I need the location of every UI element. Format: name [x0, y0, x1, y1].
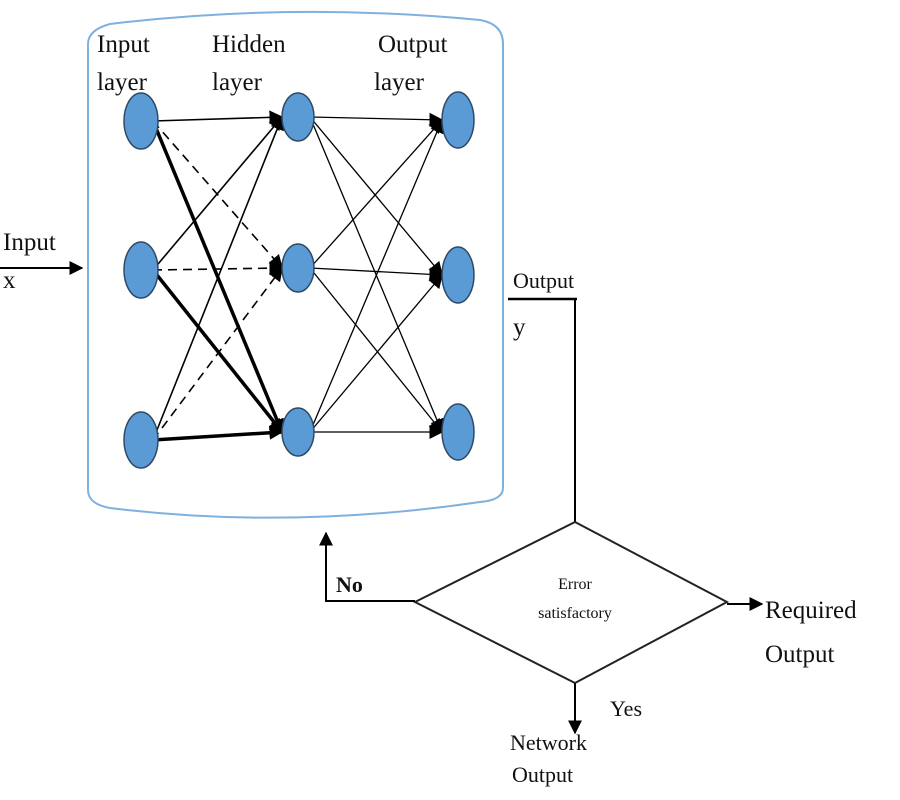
edge-input-1-to-hidden-1	[152, 261, 284, 276]
output-layer-label-line1: Output	[378, 31, 448, 58]
decision-label-line2: satisfactory	[538, 605, 612, 622]
edge-input-2-to-hidden-0	[152, 115, 284, 441]
edge-input-1-to-hidden-0	[152, 115, 283, 271]
output-layer-label-line2: layer	[374, 69, 425, 96]
input-node-1	[123, 241, 159, 299]
external-input-label: Input	[3, 229, 56, 256]
yes-branch-label: Yes	[610, 696, 642, 721]
input-layer-label-line1: Input	[97, 31, 150, 58]
output-node-0	[441, 91, 475, 149]
hidden-layer-label-line1: Hidden	[212, 31, 286, 58]
decision-label-line1: Error	[558, 576, 592, 593]
input-node-0	[123, 92, 159, 150]
network-output-label-line2: Output	[512, 762, 573, 787]
no-branch-arrow	[319, 531, 415, 602]
edge-hidden-2-to-output-0	[309, 118, 444, 433]
hidden-node-1	[281, 243, 315, 293]
required-output-label-line2: Output	[765, 641, 835, 668]
external-output-label: Output	[513, 268, 574, 293]
hidden-node-2	[281, 407, 315, 457]
output-node-1	[441, 246, 475, 304]
edge-hidden-0-to-output-1	[309, 116, 443, 277]
hidden-node-0	[281, 92, 315, 142]
edge-input-1-to-hidden-2	[151, 268, 284, 434]
external-input-variable: x	[3, 267, 16, 294]
edge-hidden-1-to-output-0	[309, 118, 443, 269]
edge-input-0-to-hidden-0	[152, 110, 284, 125]
external-output-variable: y	[513, 314, 526, 341]
edge-hidden-0-to-output-0	[309, 112, 444, 127]
hidden-layer-label-line2: layer	[212, 69, 263, 96]
no-branch-label: No	[336, 572, 363, 597]
edge-hidden-1-to-output-1	[309, 267, 444, 282]
required-output-label-line1: Required	[765, 597, 857, 624]
edge-hidden-2-to-output-1	[309, 273, 443, 433]
input-layer-label-line2: layer	[97, 69, 148, 96]
edge-hidden-1-to-output-2	[309, 267, 443, 434]
edge-input-2-to-hidden-1	[152, 266, 283, 441]
network-output-label-line1: Network	[510, 730, 587, 755]
input-node-2	[123, 411, 159, 469]
decision-diamond	[412, 520, 730, 685]
output-node-2	[441, 403, 475, 461]
edge-input-2-to-hidden-2	[152, 425, 284, 442]
network-container	[87, 10, 504, 519]
network-edges	[151, 110, 444, 442]
network-nodes	[123, 91, 475, 469]
